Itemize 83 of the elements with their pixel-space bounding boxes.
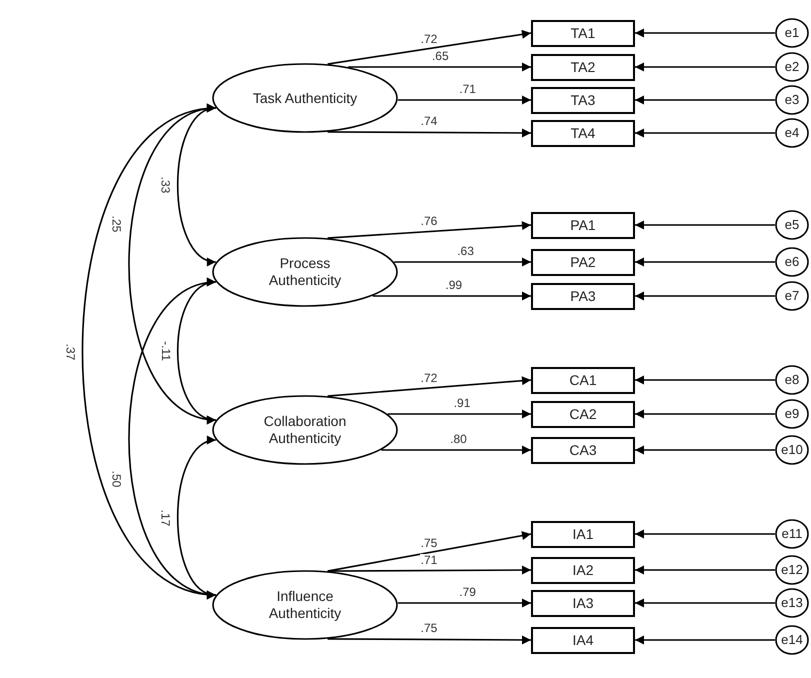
node-label: IA2 (572, 562, 594, 578)
covariance-arrow (128, 280, 216, 598)
arrow (635, 128, 775, 138)
edge-label: .91 (452, 397, 472, 409)
node-label: e1 (784, 25, 800, 41)
arrow (388, 410, 531, 418)
node-label: e7 (784, 288, 800, 304)
arrow (327, 30, 532, 65)
arrow (635, 62, 775, 72)
edge-label: .72 (420, 372, 438, 384)
arrow (398, 96, 531, 104)
node-label: e6 (784, 254, 800, 270)
node-label: TA3 (570, 92, 596, 108)
edge-label: .80 (449, 433, 468, 445)
arrow (635, 28, 775, 38)
node-label: Process Authenticity (268, 255, 342, 289)
node-label: PA1 (570, 216, 596, 234)
edge-label: -.11 (160, 340, 172, 362)
node-label: e2 (784, 59, 800, 75)
node-label: e5 (784, 217, 800, 233)
arrow (635, 636, 775, 644)
edge-label: .75 (420, 537, 438, 550)
edge-label: .37 (64, 342, 76, 361)
arrow (372, 292, 531, 300)
edge-label: .76 (420, 215, 438, 228)
arrow (635, 220, 775, 230)
node-label: e13 (781, 595, 803, 611)
edge-label: .99 (444, 279, 464, 291)
arrow (635, 96, 775, 104)
arrow (635, 410, 775, 418)
node-label: e14 (781, 632, 803, 648)
node-label: Influence Authenticity (268, 588, 342, 622)
arrow (328, 221, 532, 239)
arrow (328, 376, 532, 397)
covariance-arrow (176, 438, 216, 598)
node-label: e9 (784, 406, 800, 422)
edge-label: .63 (456, 245, 475, 257)
arrow (635, 376, 775, 384)
arrow (381, 446, 531, 454)
arrow (635, 292, 775, 300)
node-label: IA3 (572, 594, 594, 612)
node-label: e10 (781, 442, 803, 458)
arrow (635, 530, 775, 538)
edge-label: .33 (160, 176, 172, 194)
node-label: TA2 (570, 58, 596, 76)
edge-label: .75 (420, 622, 438, 634)
node-label: Task Authenticity (252, 90, 358, 106)
covariance-arrow (82, 106, 216, 598)
arrow (398, 598, 531, 608)
node-label: Collaboration Authenticity (262, 413, 348, 447)
node-label: IA4 (572, 632, 594, 648)
node-label: e4 (784, 125, 800, 141)
node-label: e3 (784, 92, 800, 108)
edge-label: .74 (420, 115, 438, 128)
arrow (348, 62, 531, 72)
node-label: CA3 (569, 442, 597, 458)
arrow (328, 566, 531, 575)
arrow (635, 566, 775, 574)
edge-label: .25 (110, 214, 123, 234)
edge-label: .71 (458, 83, 477, 95)
edge-label: .79 (458, 586, 477, 598)
arrow (327, 531, 532, 572)
edge-label: .50 (110, 469, 123, 488)
arrow (635, 598, 775, 608)
arrow (328, 635, 531, 644)
edge-label: .71 (420, 554, 438, 566)
arrow (635, 446, 775, 454)
arrow (328, 128, 531, 138)
node-label: IA1 (572, 526, 594, 542)
edge-label: .65 (430, 50, 450, 62)
node-label: PA3 (570, 288, 596, 304)
node-label: CA2 (569, 406, 597, 422)
edge-label: .17 (160, 508, 172, 527)
arrow (635, 258, 775, 266)
node-label: e11 (782, 526, 802, 542)
edge-label: .72 (420, 33, 438, 46)
node-label: TA4 (570, 124, 596, 142)
node-label: e12 (781, 562, 803, 578)
node-label: PA2 (570, 254, 596, 270)
arrow (394, 258, 531, 266)
node-label: e8 (784, 372, 800, 388)
node-label: CA1 (569, 372, 597, 388)
node-label: TA1 (570, 24, 596, 42)
